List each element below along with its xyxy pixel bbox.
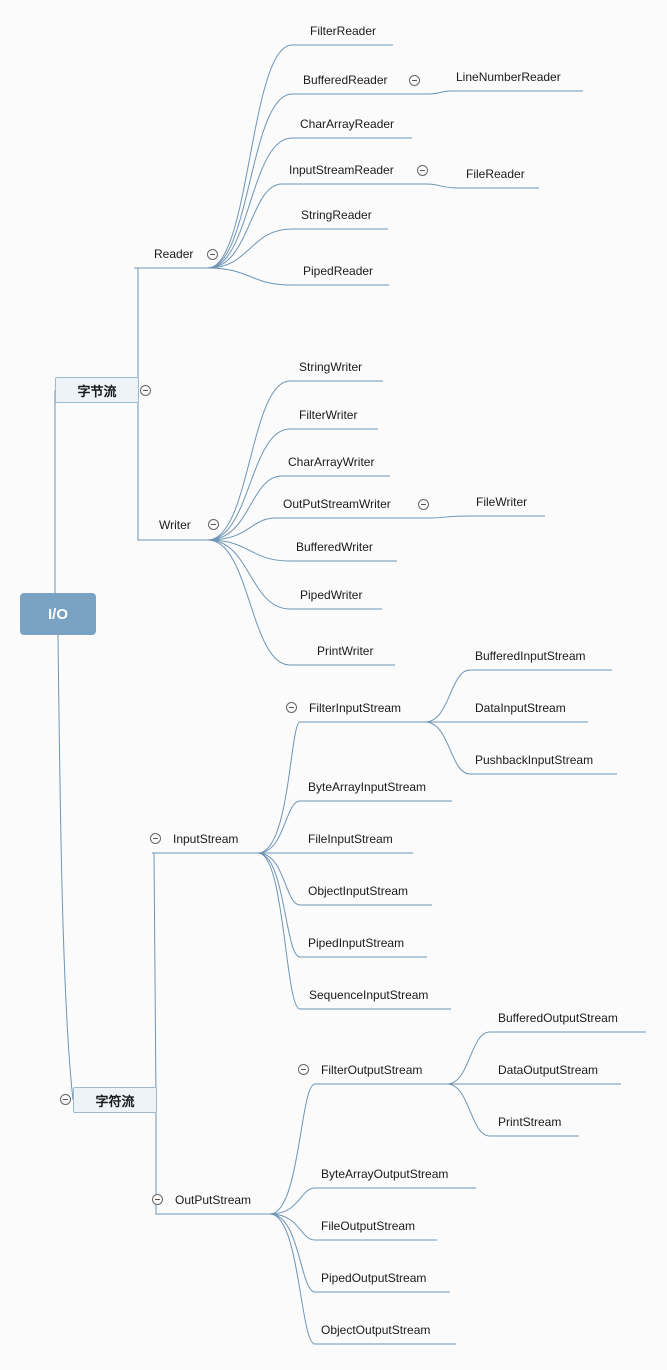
- topic-bufferedwriter[interactable]: BufferedWriter: [296, 540, 373, 554]
- topic-printwriter[interactable]: PrintWriter: [317, 644, 374, 658]
- topic-bufferedinputstream[interactable]: BufferedInputStream: [475, 649, 586, 663]
- topic-char-stream[interactable]: 字符流: [73, 1087, 157, 1113]
- topic-chararraywriter[interactable]: CharArrayWriter: [288, 455, 375, 469]
- topic-objectoutputstream[interactable]: ObjectOutputStream: [321, 1323, 431, 1337]
- topic-writer[interactable]: Writer: [159, 518, 191, 532]
- topic-outputstream[interactable]: OutPutStream: [175, 1193, 252, 1207]
- topic-dataoutputstream[interactable]: DataOutputStream: [498, 1063, 599, 1077]
- collapse-toggle-icon[interactable]: [298, 1064, 309, 1075]
- collapse-toggle-icon[interactable]: [418, 499, 429, 510]
- topic-chararrayreader[interactable]: CharArrayReader: [300, 117, 395, 131]
- topic-filereader[interactable]: FileReader: [466, 167, 525, 181]
- topic-filewriter[interactable]: FileWriter: [476, 495, 528, 509]
- topic-bufferedoutputstream[interactable]: BufferedOutputStream: [498, 1011, 618, 1025]
- topic-inputstream[interactable]: InputStream: [173, 832, 239, 846]
- topic-sequenceinputstream[interactable]: SequenceInputStream: [309, 988, 429, 1002]
- collapse-toggle-icon[interactable]: [207, 249, 218, 260]
- topic-datainputstream[interactable]: DataInputStream: [475, 701, 566, 715]
- topic-bytearrayoutputstream[interactable]: ByteArrayOutputStream: [321, 1167, 449, 1181]
- topic-stringreader[interactable]: StringReader: [301, 208, 372, 222]
- topic-fileinputstream[interactable]: FileInputStream: [308, 832, 393, 846]
- topic-stringwriter[interactable]: StringWriter: [299, 360, 363, 374]
- topic-pipedoutputstream[interactable]: PipedOutputStream: [321, 1271, 427, 1285]
- collapse-toggle-icon[interactable]: [152, 1194, 163, 1205]
- topic-filterreader[interactable]: FilterReader: [310, 24, 377, 38]
- topic-bytearrayinputstream[interactable]: ByteArrayInputStream: [308, 780, 427, 794]
- topic-fileoutputstream[interactable]: FileOutputStream: [321, 1219, 416, 1233]
- collapse-toggle-icon[interactable]: [140, 385, 151, 396]
- topic-pipedinputstream[interactable]: PipedInputStream: [308, 936, 405, 950]
- collapse-toggle-icon[interactable]: [208, 519, 219, 530]
- topic-reader[interactable]: Reader: [154, 247, 194, 261]
- topic-byte-stream[interactable]: 字节流: [55, 377, 139, 403]
- collapse-toggle-icon[interactable]: [60, 1094, 71, 1105]
- collapse-toggle-icon[interactable]: [286, 702, 297, 713]
- topic-bufferedreader[interactable]: BufferedReader: [303, 73, 388, 87]
- topic-pipedwriter[interactable]: PipedWriter: [300, 588, 363, 602]
- topic-objectinputstream[interactable]: ObjectInputStream: [308, 884, 409, 898]
- topic-linenumberreader[interactable]: LineNumberReader: [456, 70, 561, 84]
- collapse-toggle-icon[interactable]: [409, 75, 420, 86]
- collapse-toggle-icon[interactable]: [150, 833, 161, 844]
- topic-inputstreamreader[interactable]: InputStreamReader: [289, 163, 394, 177]
- topic-filterwriter[interactable]: FilterWriter: [299, 408, 358, 422]
- topic-printstream[interactable]: PrintStream: [498, 1115, 562, 1129]
- topic-filteroutputstream[interactable]: FilterOutputStream: [321, 1063, 423, 1077]
- collapse-toggle-icon[interactable]: [417, 165, 428, 176]
- root-topic-io[interactable]: I/O: [20, 593, 96, 635]
- topic-pushbackinputstream[interactable]: PushbackInputStream: [475, 753, 594, 767]
- topic-pipedreader[interactable]: PipedReader: [303, 264, 374, 278]
- topic-filterinputstream[interactable]: FilterInputStream: [309, 701, 402, 715]
- topic-outputstreamwriter[interactable]: OutPutStreamWriter: [283, 497, 391, 511]
